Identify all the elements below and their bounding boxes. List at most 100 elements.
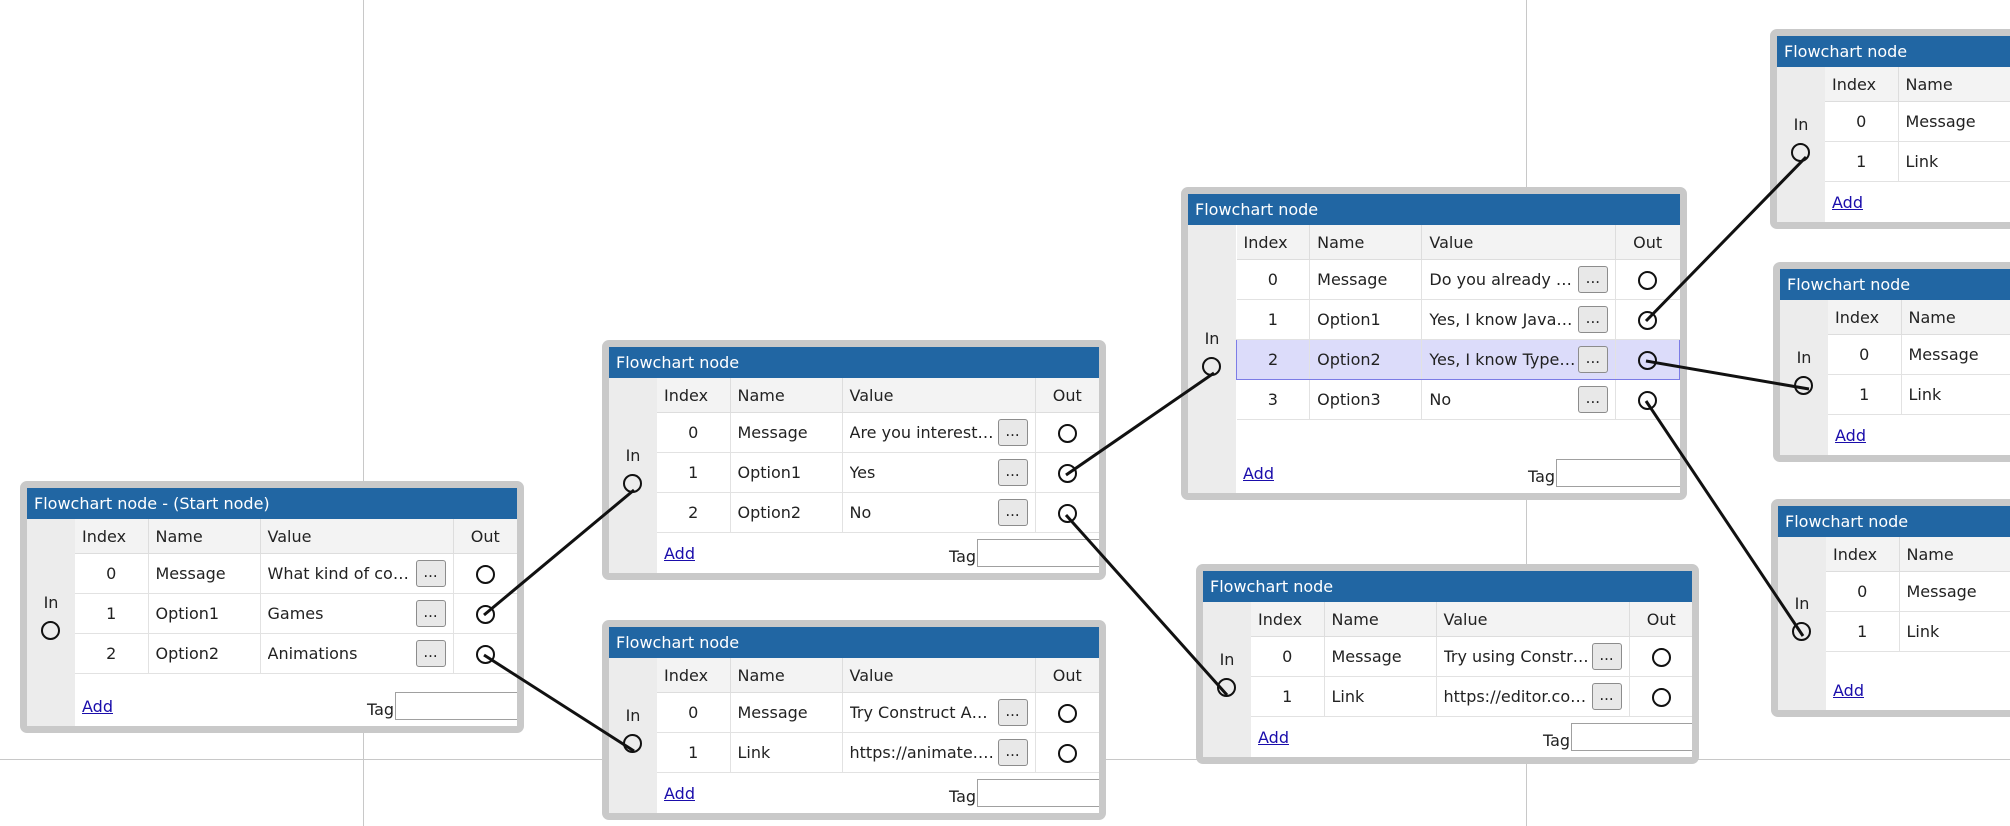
in-port-icon[interactable] bbox=[623, 734, 642, 753]
out-port-icon[interactable] bbox=[475, 644, 495, 664]
edit-value-button[interactable]: ... bbox=[997, 499, 1028, 526]
edit-value-button[interactable]: ... bbox=[1577, 346, 1608, 373]
out-port-icon[interactable] bbox=[1637, 350, 1657, 370]
table-row[interactable]: 1 Option1 Games ... bbox=[75, 593, 517, 634]
out-port-icon[interactable] bbox=[1638, 390, 1658, 410]
tag-input[interactable] bbox=[1556, 459, 1680, 487]
edit-value-button[interactable]: ... bbox=[997, 739, 1028, 766]
table-header: Index Name Value Out bbox=[657, 658, 1099, 693]
table-row[interactable]: 3 Option3 No ... bbox=[1236, 379, 1680, 420]
add-row-link[interactable]: Add bbox=[1833, 681, 1864, 700]
in-port-icon[interactable] bbox=[1202, 357, 1221, 376]
out-port-icon[interactable] bbox=[1057, 503, 1077, 523]
row-value: https://editor.cons... bbox=[1443, 687, 1592, 706]
in-port-icon[interactable] bbox=[1792, 622, 1811, 641]
node-title[interactable]: Flowchart node bbox=[1188, 194, 1680, 225]
node-title[interactable]: Flowchart node bbox=[609, 347, 1099, 378]
add-row-link[interactable]: Add bbox=[1243, 464, 1274, 483]
out-port-icon[interactable] bbox=[1651, 647, 1671, 667]
node-title[interactable]: Flowchart node - (Start node) bbox=[27, 488, 517, 519]
node-title[interactable]: Flowchart node bbox=[1778, 506, 2010, 537]
table-row[interactable]: 1 Option1 Yes, I know JavaScr... ... bbox=[1236, 299, 1680, 340]
out-port-icon[interactable] bbox=[1057, 743, 1077, 763]
add-row-link[interactable]: Add bbox=[664, 784, 695, 803]
row-value: Yes, I know JavaScr... bbox=[1429, 310, 1577, 329]
table-row[interactable]: 0 Message Do you already kn... ... bbox=[1236, 259, 1680, 300]
flowchart-node[interactable]: Flowchart node In Index Name Value Out bbox=[1196, 564, 1699, 764]
out-port-icon[interactable] bbox=[1651, 687, 1671, 707]
node-title[interactable]: Flowchart node bbox=[1780, 269, 2010, 300]
row-index: 0 bbox=[657, 412, 731, 453]
table-row[interactable]: 2 Option2 Yes, I know TypeSc... ... bbox=[1235, 339, 1680, 380]
edit-value-button[interactable]: ... bbox=[415, 560, 446, 587]
in-port-icon[interactable] bbox=[1794, 376, 1813, 395]
row-index: 0 bbox=[1825, 101, 1899, 142]
table-row[interactable]: 0 Message Try using Construct... ... bbox=[1251, 636, 1692, 677]
node-footer: Add Tag bbox=[657, 779, 1099, 809]
tag-input[interactable] bbox=[977, 539, 1099, 567]
flowchart-node[interactable]: Flowchart node In Index Name Value Out bbox=[1773, 262, 2010, 462]
add-row-link[interactable]: Add bbox=[1832, 193, 1863, 212]
tag-input[interactable] bbox=[1571, 723, 1692, 751]
add-row-link[interactable]: Add bbox=[1835, 426, 1866, 445]
table-row[interactable]: 1 Link ... bbox=[1826, 611, 2010, 652]
out-port-icon[interactable] bbox=[475, 564, 495, 584]
table-row[interactable]: 0 Message Are you interested ... ... bbox=[657, 412, 1099, 453]
table-row[interactable]: 2 Option2 No ... bbox=[657, 492, 1099, 533]
edit-value-button[interactable]: ... bbox=[1591, 683, 1622, 710]
out-port-icon[interactable] bbox=[1638, 310, 1658, 330]
node-footer: Add Tag bbox=[1236, 459, 1680, 489]
edit-value-button[interactable]: ... bbox=[997, 459, 1028, 486]
add-row-link[interactable]: Add bbox=[1258, 728, 1289, 747]
in-port-icon[interactable] bbox=[1791, 143, 1810, 162]
flowchart-node[interactable]: Flowchart node In Index Name Value Out bbox=[1770, 29, 2010, 229]
edit-value-button[interactable]: ... bbox=[415, 600, 446, 627]
node-title[interactable]: Flowchart node bbox=[1777, 36, 2010, 67]
edit-value-button[interactable]: ... bbox=[1577, 306, 1608, 333]
flowchart-node[interactable]: Flowchart node In Index Name Value Out bbox=[602, 340, 1106, 580]
flowchart-node[interactable]: Flowchart node In Index Name Value Out bbox=[602, 620, 1106, 820]
edit-value-button[interactable]: ... bbox=[1577, 386, 1608, 413]
flowchart-node[interactable]: Flowchart node In Index Name Value Out bbox=[1771, 499, 2010, 717]
edit-value-button[interactable]: ... bbox=[415, 640, 446, 667]
edit-value-button[interactable]: ... bbox=[997, 419, 1028, 446]
flowchart-node[interactable]: Flowchart node In Index Name Value Out bbox=[1181, 187, 1687, 500]
table-row[interactable]: 0 Message Try Construct Anim... ... bbox=[657, 692, 1099, 733]
in-port-icon[interactable] bbox=[41, 621, 60, 640]
table-row[interactable]: 0 Message What kind of conte... ... bbox=[75, 553, 517, 594]
table-row[interactable]: 1 Link ... bbox=[1825, 141, 2010, 182]
edit-value-button[interactable]: ... bbox=[1591, 643, 1622, 670]
table-row[interactable]: 2 Option2 Animations ... bbox=[75, 633, 517, 674]
table-row[interactable]: 1 Option1 Yes ... bbox=[657, 452, 1099, 493]
add-row-link[interactable]: Add bbox=[82, 697, 113, 716]
out-port-icon[interactable] bbox=[1057, 463, 1077, 483]
out-port-icon[interactable] bbox=[1057, 423, 1077, 443]
row-name: Link bbox=[1901, 374, 2010, 415]
out-port-icon[interactable] bbox=[475, 604, 495, 624]
edit-value-button[interactable]: ... bbox=[997, 699, 1028, 726]
table-row[interactable]: 0 Message ... bbox=[1828, 334, 2010, 375]
row-name: Option3 bbox=[1309, 379, 1423, 420]
in-port-icon[interactable] bbox=[623, 474, 642, 493]
row-index: 1 bbox=[75, 593, 149, 634]
edit-value-button[interactable]: ... bbox=[1577, 266, 1608, 293]
table-row[interactable]: 1 Link https://editor.cons... ... bbox=[1251, 676, 1692, 717]
out-port-icon[interactable] bbox=[1638, 270, 1658, 290]
add-row-link[interactable]: Add bbox=[664, 544, 695, 563]
tag-input[interactable] bbox=[977, 779, 1099, 807]
in-port-icon[interactable] bbox=[1217, 678, 1236, 697]
table-row[interactable]: 0 Message ... bbox=[1825, 101, 2010, 142]
flowchart-node[interactable]: Flowchart node - (Start node) In Index N… bbox=[20, 481, 524, 733]
node-title[interactable]: Flowchart node bbox=[609, 627, 1099, 658]
table-row[interactable]: 0 Message ... bbox=[1826, 571, 2010, 612]
tag-input[interactable] bbox=[395, 692, 517, 720]
table-header: Index Name Value Out bbox=[1828, 300, 2010, 335]
row-value: Yes bbox=[849, 463, 876, 482]
table-row[interactable]: 1 Link https://animate.co... ... bbox=[657, 732, 1099, 773]
in-column: In bbox=[27, 519, 75, 726]
row-index: 0 bbox=[1251, 636, 1325, 677]
row-name: Message bbox=[1309, 259, 1423, 300]
out-port-icon[interactable] bbox=[1057, 703, 1077, 723]
table-row[interactable]: 1 Link ... bbox=[1828, 374, 2010, 415]
node-title[interactable]: Flowchart node bbox=[1203, 571, 1692, 602]
